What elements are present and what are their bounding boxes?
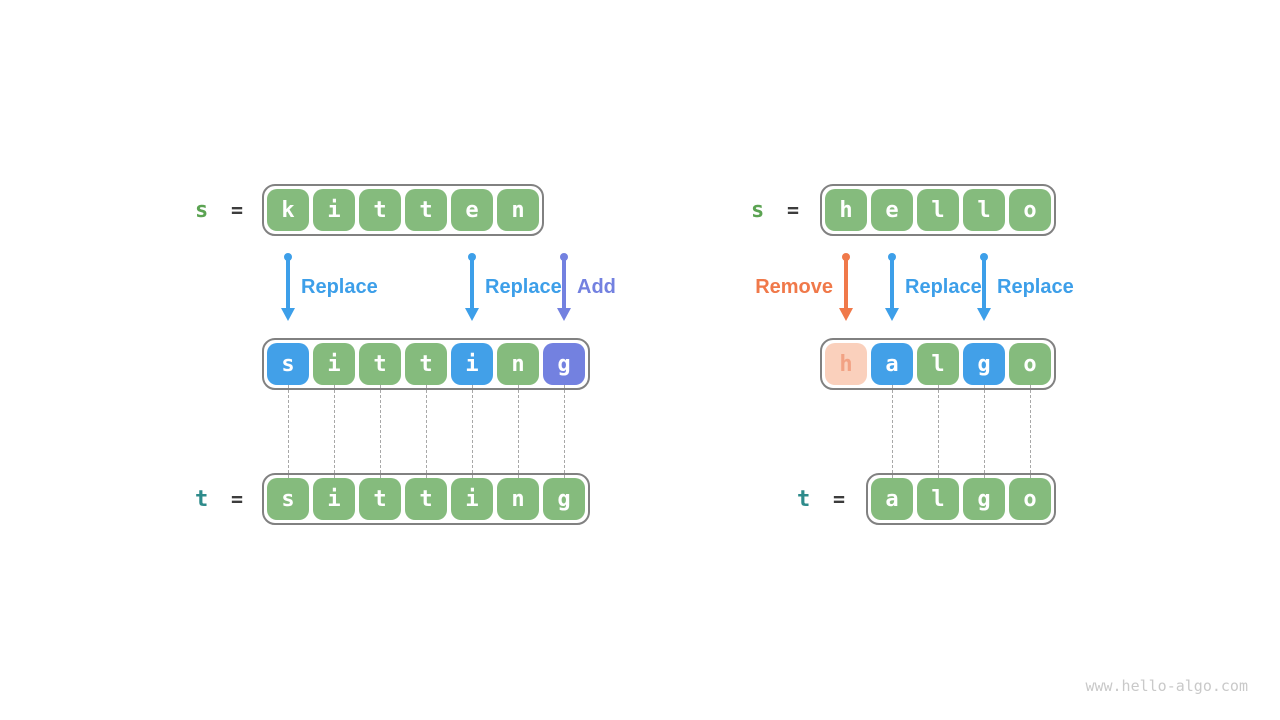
var-name-s: s — [195, 197, 209, 223]
char-cell-t: t — [359, 478, 401, 520]
connector-dashed-line — [938, 385, 939, 478]
char-cell-i: i — [313, 189, 355, 231]
char-cell-i: i — [313, 343, 355, 385]
var-label-t-left: t = — [195, 473, 243, 525]
equals-sign: = — [230, 198, 243, 222]
operation-label-remove: Remove — [755, 275, 833, 298]
char-cell-s: s — [267, 478, 309, 520]
connector-dashed-line — [472, 385, 473, 478]
var-name-t: t — [797, 486, 811, 512]
char-cell-e: e — [871, 189, 913, 231]
char-cell-t: t — [359, 189, 401, 231]
char-cell-l: l — [917, 478, 959, 520]
equals-sign: = — [230, 487, 243, 511]
char-cell-a: a — [871, 478, 913, 520]
connector-dashed-line — [288, 385, 289, 478]
operation-label-replace: Replace — [485, 275, 562, 298]
connector-dashed-line — [564, 385, 565, 478]
char-cell-o: o — [1009, 478, 1051, 520]
var-label-s-right: s = — [751, 184, 799, 236]
equals-sign: = — [832, 487, 845, 511]
connector-dashed-line — [380, 385, 381, 478]
char-cell-h: h — [825, 343, 867, 385]
char-cell-t: t — [405, 343, 447, 385]
char-cell-g: g — [543, 343, 585, 385]
var-label-s-left: s = — [195, 184, 243, 236]
var-name-t: t — [195, 486, 209, 512]
char-cell-i: i — [451, 478, 493, 520]
connector-dashed-line — [426, 385, 427, 478]
char-cell-i: i — [313, 478, 355, 520]
operation-label-replace: Replace — [997, 275, 1074, 298]
char-cell-t: t — [359, 343, 401, 385]
char-cell-l: l — [917, 189, 959, 231]
operation-label-replace: Replace — [905, 275, 982, 298]
char-cell-e: e — [451, 189, 493, 231]
var-name-s: s — [751, 197, 765, 223]
char-cell-k: k — [267, 189, 309, 231]
operation-label-add: Add — [577, 275, 616, 298]
char-cell-g: g — [543, 478, 585, 520]
char-cell-n: n — [497, 478, 539, 520]
char-cell-o: o — [1009, 189, 1051, 231]
char-cell-l: l — [917, 343, 959, 385]
char-cell-l: l — [963, 189, 1005, 231]
char-cell-t: t — [405, 189, 447, 231]
watermark: www.hello-algo.com — [1085, 677, 1248, 695]
connector-dashed-line — [334, 385, 335, 478]
char-cell-i: i — [451, 343, 493, 385]
equals-sign: = — [786, 198, 799, 222]
connector-dashed-line — [984, 385, 985, 478]
char-cell-o: o — [1009, 343, 1051, 385]
char-cell-t: t — [405, 478, 447, 520]
operation-label-replace: Replace — [301, 275, 378, 298]
char-cell-g: g — [963, 343, 1005, 385]
char-cell-g: g — [963, 478, 1005, 520]
char-cell-n: n — [497, 343, 539, 385]
char-cell-h: h — [825, 189, 867, 231]
char-cell-s: s — [267, 343, 309, 385]
var-label-t-right: t = — [797, 473, 845, 525]
connector-dashed-line — [518, 385, 519, 478]
connector-dashed-line — [892, 385, 893, 478]
char-cell-n: n — [497, 189, 539, 231]
char-cell-a: a — [871, 343, 913, 385]
connector-dashed-line — [1030, 385, 1031, 478]
